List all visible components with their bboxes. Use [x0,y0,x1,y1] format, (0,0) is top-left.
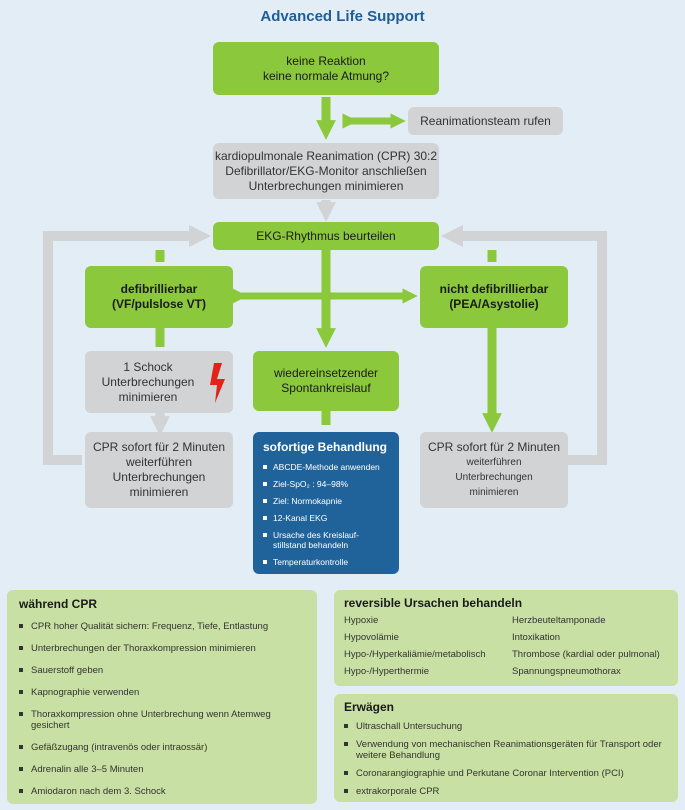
consider-heading: Erwägen [344,700,395,714]
loop-left [43,224,212,465]
node-non-shockable: nicht defibrillierbar (PEA/Asystolie) [420,266,568,328]
consider-item: Ultraschall Untersuchung [344,721,668,732]
during-cpr-item: Kapnographie verwenden [19,687,307,698]
node-cpr-right-line2: weiterführen [466,457,522,468]
consider-item: Verwendung von mechanischen Reanimations… [344,739,668,761]
immediate-item: Ursache des Kreislauf-stillstand behande… [263,530,391,550]
node-non-shockable-line2: (PEA/Asystolie) [449,297,539,311]
during-cpr-item: CPR hoher Qualität sichern: Frequenz, Ti… [19,621,307,632]
node-call-team-label: Reanimationsteam rufen [420,113,551,128]
consider-item: Coronarangiographie und Perkutane Corona… [344,768,668,779]
consider-item: extrakorporale CPR [344,786,668,797]
node-shock-line1: 1 Schock [123,359,173,374]
immediate-item: Temperaturkontrolle [263,557,391,567]
during-cpr-panel: während CPR CPR hoher Qualität sichern: … [7,590,317,804]
during-cpr-item: Gefäßzugang (intravenös oder intraossär) [19,742,307,753]
node-assess-rhythm: EKG-Rhythmus beurteilen [213,222,439,250]
node-cpr-left: CPR sofort für 2 Minuten weiterführen Un… [85,432,233,508]
node-non-shockable-line1: nicht defibrillierbar [439,282,549,296]
node-cpr-right-line4: minimieren [469,487,519,498]
immediate-item: 12-Kanal EKG [263,513,391,523]
node-shock: 1 Schock Unterbrechungen minimieren [85,351,233,413]
node-shock-line2: Unterbrechungen [101,374,195,389]
during-cpr-item: Amiodaron nach dem 3. Schock [19,786,307,797]
immediate-treatment-heading: sofortige Behandlung [263,440,387,454]
node-no-response: keine Reaktion keine normale Atmung? [213,42,439,95]
reversible-causes-heading: reversible Ursachen behandeln [344,596,523,610]
during-cpr-heading: während CPR [19,597,98,611]
node-rosc-line2: Spontankreislauf [281,381,371,395]
node-assess-rhythm-label: EKG-Rhythmus beurteilen [256,228,396,243]
node-cpr-left-line4: minimieren [129,485,189,499]
immediate-item: ABCDE-Methode anwenden [263,462,391,472]
node-cpr-right: CPR sofort für 2 Minuten weiterführen Un… [420,432,568,508]
node-cpr-line1: kardiopulmonale Reanimation (CPR) 30:2 [214,148,438,163]
lightning-icon [210,363,225,403]
node-rosc-line1: wiedereinsetzender [273,366,379,380]
node-cpr-right-line3: Unterbrechungen [455,472,533,483]
node-call-team: Reanimationsteam rufen [408,107,563,135]
node-cpr-right-line1: CPR sofort für 2 Minuten [427,440,561,454]
reversible-causes-panel: reversible Ursachen behandeln Hypoxie Hy… [334,590,678,686]
node-shock-line3: minimieren [118,389,178,404]
cause-item: Hypo-/Hyperthermie [344,666,429,677]
consider-panel: Erwägen Ultraschall Untersuchung Verwend… [334,694,678,802]
cause-item: Hypo-/Hyperkaliämie/metabolisch [344,649,486,660]
cause-item: Spannungspneumothorax [512,666,621,677]
cause-item: Hypoxie [344,615,379,626]
node-cpr-left-line2: weiterführen [125,455,193,469]
node-shockable-line1: defibrillierbar [120,282,198,296]
immediate-item: Ziel: Normokapnie [263,496,391,506]
node-cpr: kardiopulmonale Reanimation (CPR) 30:2 D… [213,143,439,199]
node-rosc: wiedereinsetzender Spontankreislauf [253,351,399,411]
node-cpr-line3: Unterbrechungen minimieren [248,178,404,193]
immediate-treatment-box: sofortige Behandlung ABCDE-Methode anwen… [253,432,399,574]
node-no-response-line2: keine normale Atmung? [262,68,390,83]
node-cpr-line2: Defibrillator/EKG-Monitor anschließen [225,163,427,178]
immediate-item: Ziel-SpO₂ : 94–98% [263,479,391,489]
node-cpr-left-line1: CPR sofort für 2 Minuten [92,440,226,454]
during-cpr-item: Sauerstoff geben [19,665,307,676]
node-no-response-line1: keine Reaktion [286,53,366,68]
during-cpr-item: Adrenalin alle 3–5 Minuten [19,764,307,775]
during-cpr-item: Unterbrechungen der Thoraxkompression mi… [19,643,307,654]
node-shockable: defibrillierbar (VF/pulslose VT) [85,266,233,328]
during-cpr-item: Thoraxkompression ohne Unterbrechung wen… [19,709,307,731]
loop-right [440,224,607,465]
cause-item: Intoxikation [512,632,561,643]
cause-item: Thrombose (kardial oder pulmonal) [512,649,660,660]
node-shockable-line2: (VF/pulslose VT) [111,297,206,311]
cause-item: Herzbeuteltamponade [512,615,606,626]
node-cpr-left-line3: Unterbrechungen [112,470,206,484]
page-title: Advanced Life Support [260,8,425,25]
cause-item: Hypovolämie [344,632,399,643]
